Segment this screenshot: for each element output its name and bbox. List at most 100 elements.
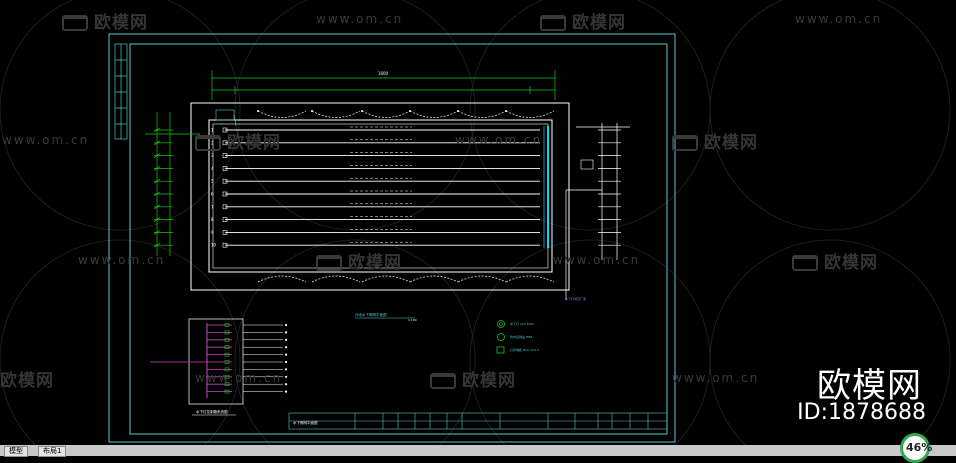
legend-symbol-light — [497, 320, 505, 328]
light-node — [457, 110, 459, 112]
lane-number: 10 — [211, 243, 217, 248]
panel-breaker — [224, 345, 230, 350]
title-block — [288, 412, 668, 430]
pool-length-dimension: 1600 — [378, 71, 389, 76]
panel-light-node — [284, 346, 288, 349]
light-arc-top — [505, 110, 555, 118]
callout-box — [215, 109, 235, 121]
light-fixture — [222, 204, 228, 210]
zoom-indicator[interactable]: 46% — [900, 433, 933, 463]
pool-deck-outline — [190, 102, 570, 291]
watermark-url: www.om.cn — [455, 133, 543, 147]
dimension-slash — [153, 204, 161, 210]
light-arc-bottom — [311, 275, 361, 283]
panel-diagram — [150, 318, 244, 405]
panel-circuits — [207, 323, 288, 394]
lane-number: 4 — [211, 166, 214, 171]
pool-outline — [208, 119, 553, 273]
light-fixture — [222, 191, 228, 197]
panel-light-node — [284, 331, 288, 334]
legend-item-3: 灯具电缆 RVV-3×2.5 — [510, 347, 539, 352]
plan-scale: 1:100 — [408, 318, 417, 322]
watermark-url: www.om.cn — [553, 253, 641, 267]
watermark-url: www.om.cn — [316, 12, 404, 26]
lane-number: 7 — [211, 204, 214, 209]
sofa-icon — [792, 255, 818, 271]
sofa-icon — [316, 255, 342, 271]
panel-light-node — [284, 368, 288, 371]
panel-breaker — [224, 367, 230, 372]
legend-item-1: 水下灯 12V 50W — [510, 321, 534, 326]
plan-title: 泳池水下照明平面图 — [355, 312, 387, 317]
panel-breaker — [224, 352, 230, 357]
brand-name: 欧模网 — [817, 366, 922, 406]
light-arc-bottom — [457, 275, 507, 283]
light-arc-top — [257, 110, 307, 118]
sofa-icon — [540, 15, 566, 31]
dimension-slash — [153, 191, 161, 197]
legend: 水下灯 12V 50W 防水接线盒 IP68 灯具电缆 RVV-3×2.5 — [496, 320, 539, 354]
watermark-logo: 欧模网 — [316, 248, 402, 273]
callout-leader — [233, 114, 237, 127]
light-fixture — [222, 217, 228, 222]
dimension-slash — [153, 166, 161, 171]
layout-tab-bar: 模型 布局1 — [0, 445, 956, 457]
sofa-icon — [62, 15, 88, 31]
watermark-logo: 欧模网 — [430, 366, 516, 391]
zoom-value: 46% — [906, 441, 933, 454]
watermark-url: www.om.cn — [2, 133, 90, 147]
light-node — [361, 110, 363, 112]
light-wiring-arcs — [257, 110, 555, 283]
light-arc-top — [311, 110, 361, 118]
tab-layout1[interactable]: 布局1 — [38, 446, 67, 457]
light-node — [409, 110, 411, 112]
lane-number: 6 — [211, 192, 214, 197]
panel-light-node — [284, 353, 288, 356]
watermark-logo: 欧模网 — [0, 371, 54, 391]
sofa-icon — [430, 373, 456, 389]
light-fixture — [222, 230, 228, 235]
light-fixture — [222, 127, 228, 133]
dimension-slash — [153, 140, 161, 146]
panel-breaker — [224, 330, 230, 335]
dimension-slash — [153, 178, 161, 184]
panel-breaker — [224, 323, 230, 327]
dimension-slash — [153, 242, 161, 248]
title-block-columns — [354, 413, 649, 429]
left-dimension — [145, 112, 200, 256]
left-dimension-ticks — [153, 127, 173, 248]
light-node — [505, 110, 507, 112]
light-fixture — [222, 242, 228, 248]
panel-breaker — [224, 374, 230, 379]
panel-light-node — [284, 375, 288, 378]
legend-symbol-box — [497, 333, 505, 341]
light-arc-bottom — [409, 275, 459, 283]
watermark-logo: 欧模网 — [540, 8, 626, 33]
tab-model[interactable]: 模型 — [4, 446, 28, 457]
panel-breaker — [224, 382, 230, 387]
light-arc-bottom — [257, 275, 307, 283]
dimension-slash — [153, 127, 161, 133]
panel-light-node — [284, 390, 288, 393]
junction-box — [580, 159, 594, 170]
light-arc-top — [409, 110, 459, 118]
light-node — [311, 110, 313, 112]
lane-number: 2 — [211, 140, 214, 145]
dimension-slash — [153, 153, 161, 158]
lane-number: 9 — [211, 230, 214, 235]
watermark-url: www.om.cn — [78, 253, 166, 267]
lane-number: 3 — [211, 153, 214, 158]
light-arc-bottom — [361, 275, 411, 283]
panel-breaker — [224, 389, 230, 394]
panel-light-node — [284, 338, 288, 341]
light-arc-top — [361, 110, 411, 118]
lane-number: 8 — [211, 217, 214, 222]
light-fixture — [222, 178, 228, 184]
dimension-slash — [153, 217, 161, 222]
binding-strip — [114, 43, 128, 140]
dimension-slash — [153, 230, 161, 235]
